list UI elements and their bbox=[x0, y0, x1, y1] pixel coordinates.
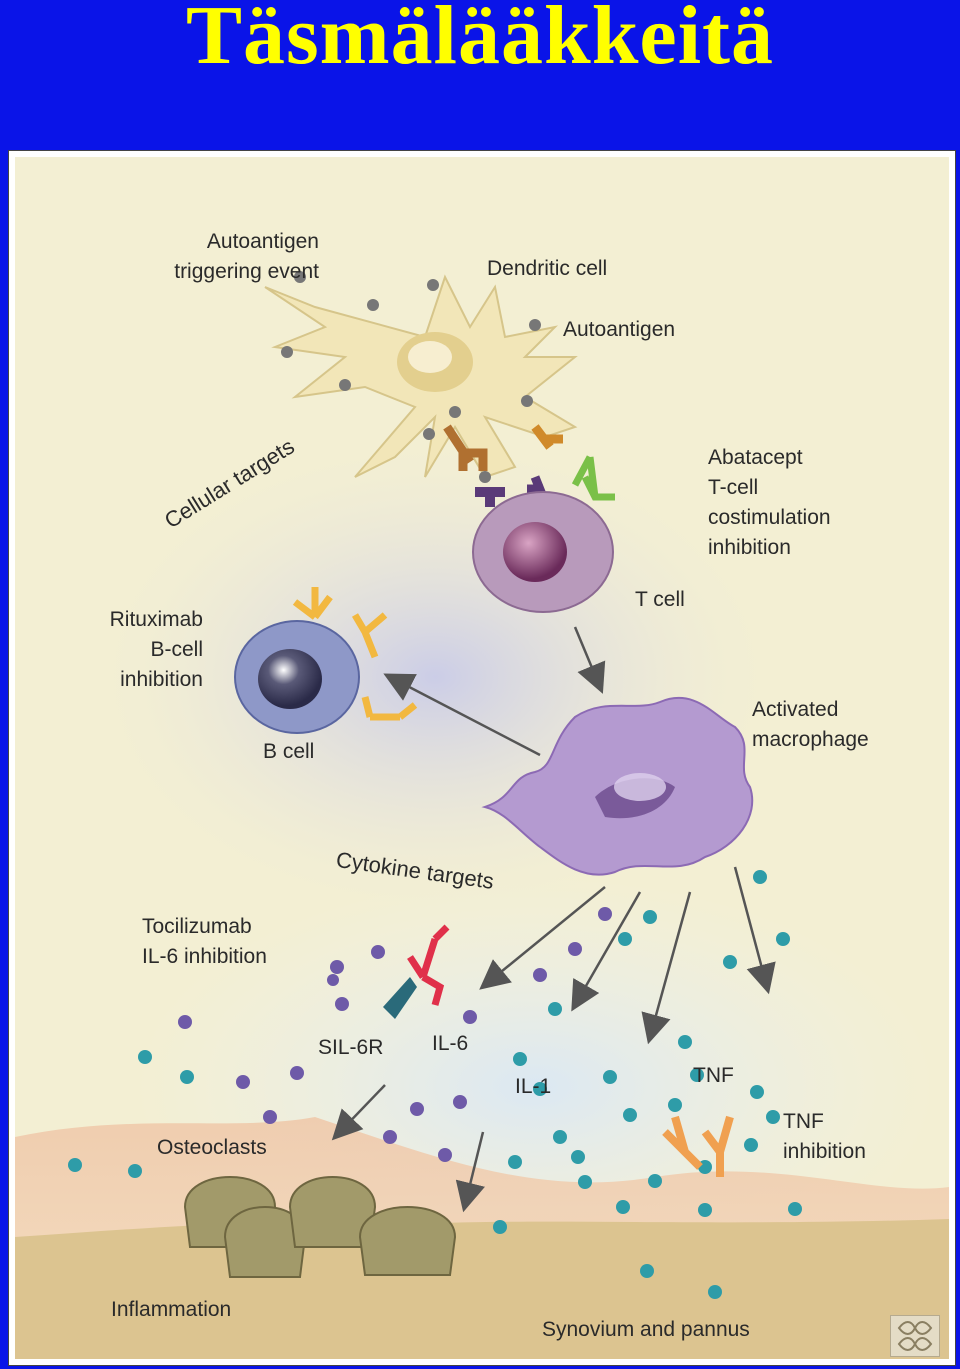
figure-publisher-logo-icon bbox=[890, 1315, 940, 1357]
t-cell bbox=[472, 491, 614, 613]
abatacept-molecule bbox=[571, 455, 615, 501]
label-tnf-inhibition: TNF inhibition bbox=[783, 1110, 866, 1163]
label-abatacept: Abatacept T-cell costimulation inhibitio… bbox=[708, 446, 831, 559]
label-b-cell: B cell bbox=[263, 740, 315, 763]
activated-macrophage bbox=[481, 696, 754, 876]
slide-title: Täsmälääkkeitä bbox=[185, 0, 775, 82]
label-il6: IL-6 bbox=[432, 1032, 469, 1055]
label-tnf: TNF bbox=[693, 1064, 734, 1087]
label-sil6r: SIL-6R bbox=[318, 1036, 384, 1059]
tnf-particles bbox=[68, 870, 802, 1299]
label-autoantigen-trigger: Autoantigen triggering event bbox=[174, 230, 319, 283]
il6-particles bbox=[178, 907, 612, 1162]
label-autoantigen: Autoantigen bbox=[563, 318, 676, 341]
label-t-cell: T cell bbox=[635, 588, 685, 611]
pathway-arrows bbox=[331, 626, 776, 1213]
immunology-diagram bbox=[15, 157, 949, 1359]
label-osteoclasts: Osteoclasts bbox=[157, 1136, 267, 1159]
costimulation-receptors bbox=[443, 424, 563, 507]
autoantigen-particles bbox=[281, 271, 541, 483]
label-synovium: Synovium and pannus bbox=[542, 1318, 750, 1341]
label-activated-macrophage: Activated macrophage bbox=[752, 698, 869, 751]
figure-frame: Autoantigen triggering event Dendritic c… bbox=[8, 150, 956, 1366]
synovium-layer bbox=[15, 1219, 949, 1359]
tnf-inhibitor bbox=[662, 1115, 734, 1177]
figure-inner: Autoantigen triggering event Dendritic c… bbox=[15, 157, 949, 1359]
label-rituximab: Rituximab B-cell inhibition bbox=[109, 608, 203, 691]
label-il1: IL-1 bbox=[515, 1075, 552, 1098]
dendritic-cell bbox=[264, 274, 578, 479]
label-dendritic-cell: Dendritic cell bbox=[487, 257, 608, 280]
b-cell bbox=[234, 620, 360, 734]
label-tocilizumab: Tocilizumab IL-6 inhibition bbox=[142, 915, 267, 968]
tocilizumab-molecule bbox=[383, 924, 450, 1019]
rituximab-antibodies bbox=[292, 587, 418, 721]
label-inflammation: Inflammation bbox=[111, 1298, 232, 1321]
osteoclasts bbox=[183, 1176, 457, 1278]
